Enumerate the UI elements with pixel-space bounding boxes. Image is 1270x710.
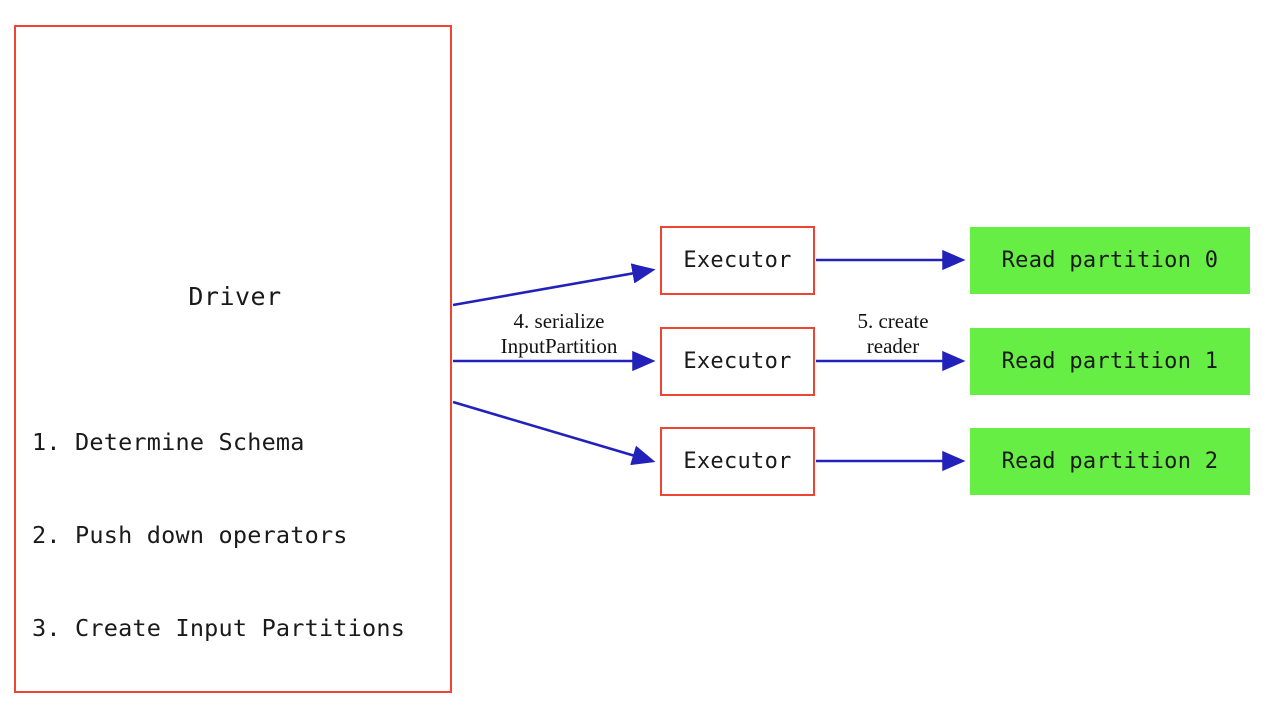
arrow-label-serialize-line-2: InputPartition [500,334,618,358]
executor-box-0: Executor [660,226,815,295]
executor-box-1: Executor [660,327,815,396]
driver-step-3: 3. Create Input Partitions [32,614,406,642]
executor-label-0: Executor [683,248,792,273]
arrow-label-create-reader-line-2: reader [866,334,920,358]
driver-step-1: 1. Determine Schema [32,428,305,456]
arrow-label-serialize: 4. serialize InputPartition [459,309,659,359]
partition-label-0: Read partition 0 [1001,248,1219,273]
executor-label-2: Executor [683,449,792,474]
executor-label-1: Executor [683,349,792,374]
driver-steps-list: 1. Determine Schema 2. Push down operato… [32,365,452,706]
partition-label-1: Read partition 1 [1001,349,1219,374]
arrow-driver-to-executor-0 [452,263,656,307]
partition-box-1: Read partition 1 [970,328,1250,395]
executor-box-2: Executor [660,427,815,496]
driver-box: Driver 1. Determine Schema 2. Push down … [14,25,452,693]
partition-box-0: Read partition 0 [970,227,1250,294]
driver-step-2: 2. Push down operators [32,521,348,549]
arrow-label-create-reader: 5. create reader [823,309,963,359]
partition-box-2: Read partition 2 [970,428,1250,495]
partition-label-2: Read partition 2 [1001,449,1219,474]
arrow-driver-to-executor-2 [452,400,656,466]
arrow-label-create-reader-line-1: 5. create [857,309,929,333]
arrow-label-serialize-line-1: 4. serialize [513,309,605,333]
driver-title: Driver [188,282,282,311]
